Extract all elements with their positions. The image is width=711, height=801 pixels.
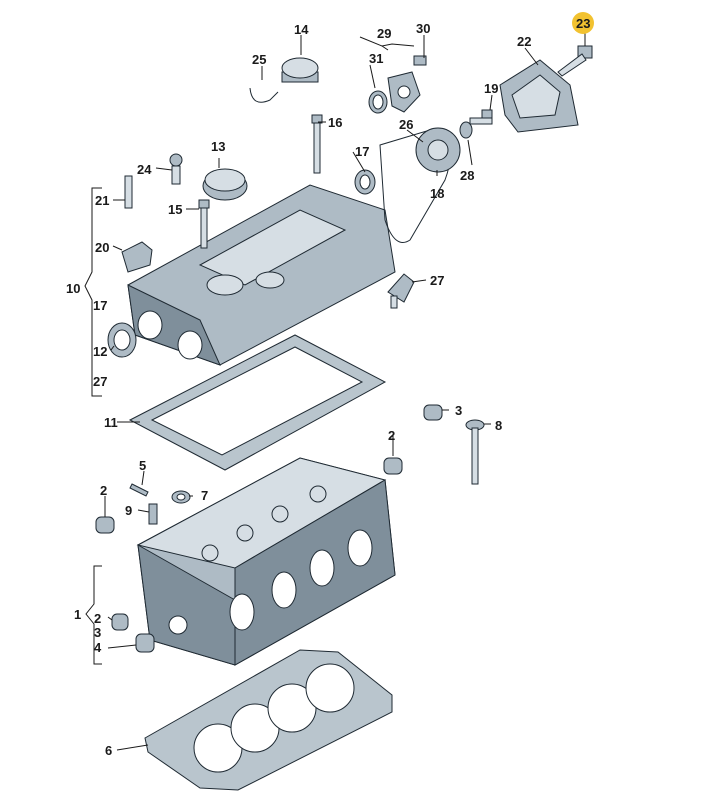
callout-5: 5 bbox=[139, 458, 146, 473]
seal-7 bbox=[171, 490, 191, 504]
hose-25 bbox=[249, 87, 279, 103]
callout-17-top: 17 bbox=[355, 144, 369, 159]
callout-27-bracket: 27 bbox=[93, 374, 107, 389]
leader-lines bbox=[104, 30, 586, 751]
callout-24: 24 bbox=[137, 162, 152, 177]
callout-2-lower: 2 bbox=[94, 611, 101, 626]
callout-2-left: 2 bbox=[100, 483, 107, 498]
bolt-19 bbox=[469, 109, 493, 125]
sensor-20 bbox=[121, 241, 153, 273]
callout-14: 14 bbox=[294, 22, 309, 37]
callout-3-lower: 3 bbox=[94, 625, 101, 640]
plug-4 bbox=[135, 633, 155, 653]
head-gasket bbox=[144, 649, 393, 791]
stud-5 bbox=[129, 483, 149, 497]
callout-25: 25 bbox=[252, 52, 266, 67]
seal-12 bbox=[107, 322, 137, 358]
cylinder-head bbox=[136, 457, 396, 666]
plug-3-upper bbox=[423, 404, 443, 421]
callout-6: 6 bbox=[105, 743, 112, 758]
callout-9: 9 bbox=[125, 503, 132, 518]
callout-15: 15 bbox=[168, 202, 182, 217]
screw-30 bbox=[413, 55, 427, 66]
callout-22: 22 bbox=[517, 34, 531, 49]
bracket-1 bbox=[85, 565, 102, 665]
bolt-16 bbox=[311, 114, 323, 174]
callout-20: 20 bbox=[95, 240, 109, 255]
callout-31: 31 bbox=[369, 51, 383, 66]
bolt-8 bbox=[465, 419, 485, 485]
bolt-15 bbox=[198, 199, 210, 249]
seal-17 bbox=[354, 169, 376, 195]
callout-26: 26 bbox=[399, 117, 413, 132]
callout-labels: 14 29 30 23 22 25 31 19 16 26 13 17 24 2… bbox=[66, 16, 590, 758]
belt-cover-22 bbox=[499, 59, 579, 133]
cover-gasket bbox=[128, 334, 387, 471]
callout-2-upper: 2 bbox=[388, 428, 395, 443]
callout-21: 21 bbox=[95, 193, 109, 208]
callout-10: 10 bbox=[66, 281, 80, 296]
flange-29 bbox=[387, 71, 421, 113]
callout-4: 4 bbox=[94, 640, 102, 655]
callout-30: 30 bbox=[416, 21, 430, 36]
bolt-23 bbox=[557, 45, 593, 77]
sensor-24 bbox=[169, 153, 183, 185]
stud-21 bbox=[124, 175, 133, 209]
breather-cap bbox=[281, 57, 319, 83]
callout-12: 12 bbox=[93, 344, 107, 359]
callout-19: 19 bbox=[484, 81, 498, 96]
callout-23-highlight bbox=[572, 12, 594, 34]
callout-23: 23 bbox=[576, 16, 590, 31]
callout-8: 8 bbox=[495, 418, 502, 433]
callout-18: 18 bbox=[430, 186, 444, 201]
plug-2-upper bbox=[383, 457, 403, 475]
oil-filler-cap bbox=[202, 168, 248, 201]
camshaft-sprocket bbox=[415, 127, 461, 173]
callout-3-upper: 3 bbox=[455, 403, 462, 418]
plug-2-lower bbox=[111, 613, 129, 631]
callout-13: 13 bbox=[211, 139, 225, 154]
callout-11: 11 bbox=[104, 415, 118, 430]
sleeve-9 bbox=[148, 503, 158, 525]
bracket-10 bbox=[84, 187, 102, 397]
callout-16: 16 bbox=[328, 115, 342, 130]
plug-2-left bbox=[95, 516, 115, 534]
head-cover bbox=[127, 184, 396, 366]
callout-29: 29 bbox=[377, 26, 391, 41]
seal-28 bbox=[459, 121, 473, 139]
callout-28: 28 bbox=[460, 168, 474, 183]
o-ring-31 bbox=[368, 90, 388, 114]
callout-17-bracket: 17 bbox=[93, 298, 107, 313]
callout-27-right: 27 bbox=[430, 273, 444, 288]
sensor-27 bbox=[387, 273, 415, 309]
callout-1: 1 bbox=[74, 607, 81, 622]
callout-7: 7 bbox=[201, 488, 208, 503]
